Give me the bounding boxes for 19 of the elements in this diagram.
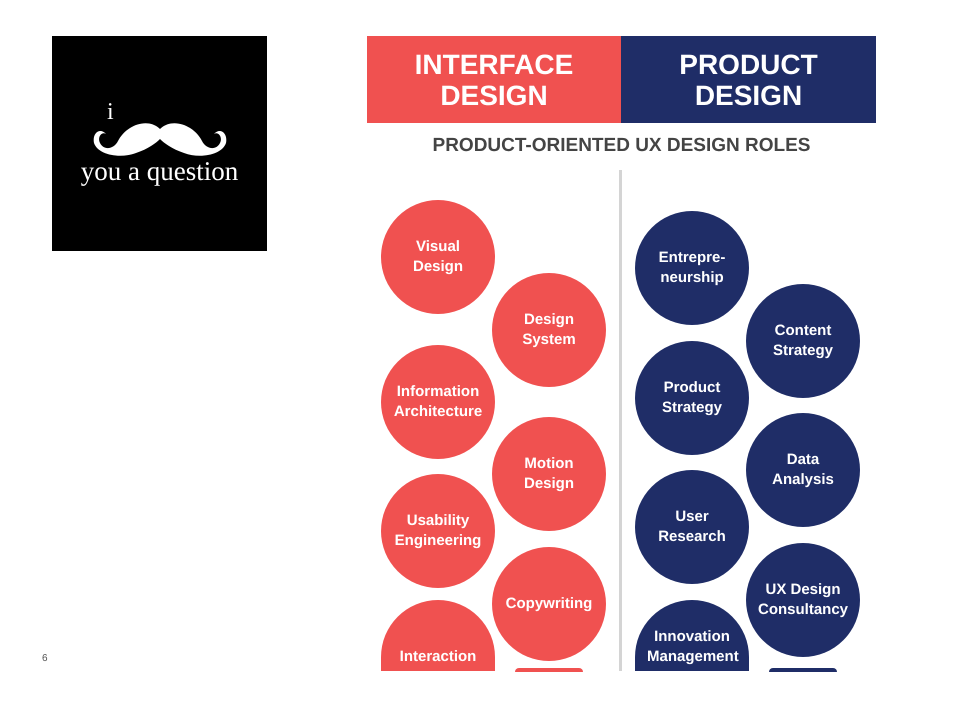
caption-text: you a question — [80, 156, 240, 186]
role-circle: Usability Engineering — [381, 474, 495, 588]
role-circle: Data Analysis — [746, 413, 860, 527]
role-circle: Content Strategy — [746, 284, 860, 398]
caption-text: i — [107, 99, 114, 125]
role-circle: Entrepre- neurship — [635, 211, 749, 325]
role-circle: User Research — [635, 470, 749, 584]
role-circle: Design System — [492, 273, 606, 387]
poster-card — [52, 36, 267, 251]
role-circle: Product Strategy — [635, 341, 749, 455]
role-circle: UX Design Consultancy — [746, 543, 860, 657]
heading: PRODUCT-ORIENTED UX DESIGN ROLES — [432, 135, 812, 157]
header-banner: INTERFACE DESIGN — [367, 36, 621, 123]
role-circle: Copywriting — [492, 547, 606, 661]
header-banner: PRODUCT DESIGN — [621, 36, 876, 123]
role-circle: Motion Design — [492, 417, 606, 531]
page-number: 6 — [42, 653, 48, 664]
role-circle: Information Architecture — [381, 345, 495, 459]
role-circle: Visual Design — [381, 200, 495, 314]
